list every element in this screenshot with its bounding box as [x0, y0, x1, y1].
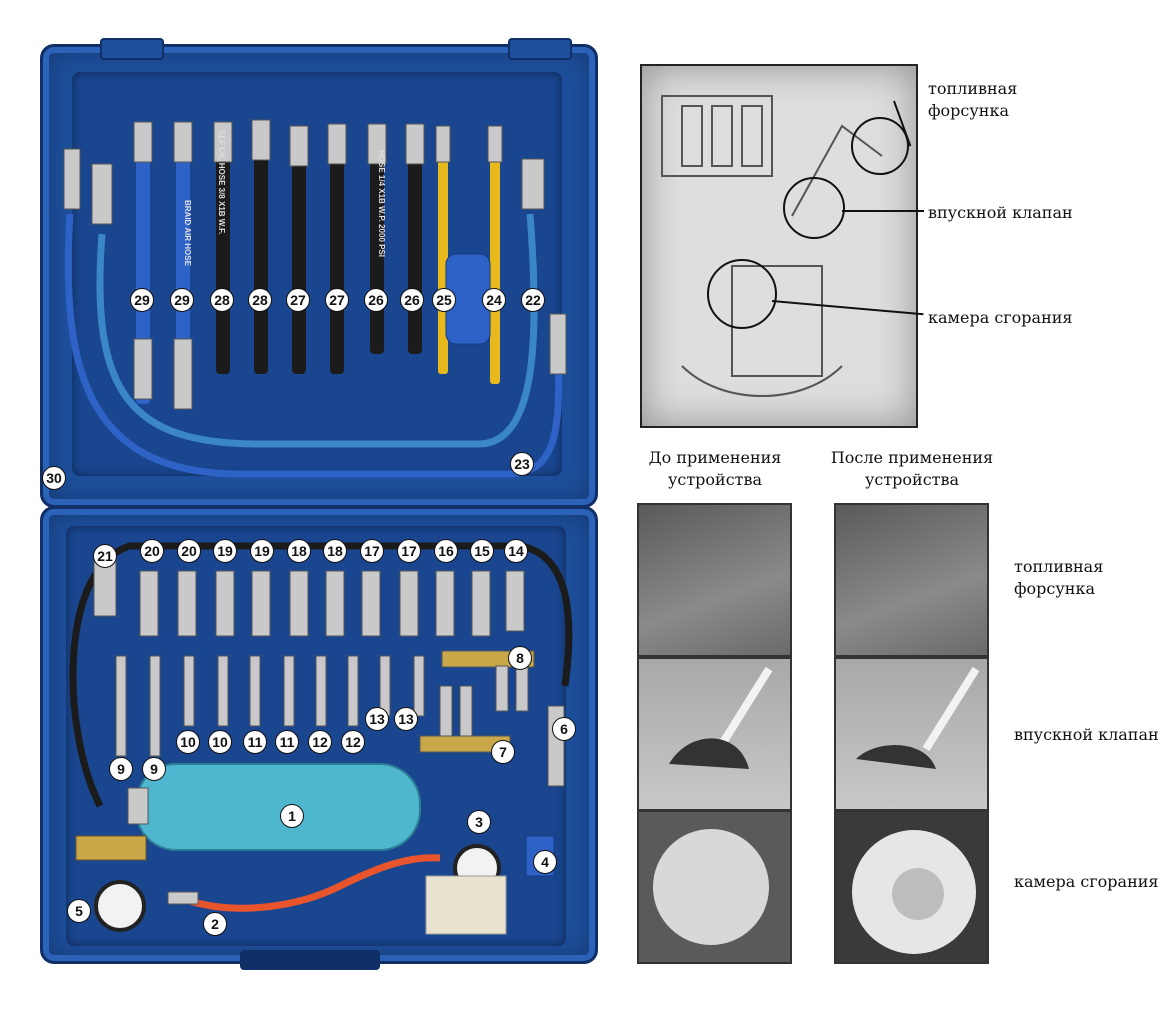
callout-9: 9 [142, 757, 166, 781]
callout-28: 28 [248, 288, 272, 312]
engine-label-intake-valve: впускной клапан [928, 203, 1073, 222]
callout-18: 18 [323, 539, 347, 563]
row-label-combustion-chamber: камера сгорания [1014, 872, 1159, 891]
before-injector-photo [637, 503, 792, 657]
callout-5: 5 [67, 899, 91, 923]
callout-12: 12 [341, 730, 365, 754]
before-header-line1: До применения [648, 448, 782, 467]
case-handle-top [508, 38, 572, 60]
callout-20: 20 [177, 539, 201, 563]
after-chamber-photo [834, 810, 989, 964]
callout-9: 9 [109, 757, 133, 781]
hose-print-28a: SLF OIL HOSE 3/8 X1B W.F. [217, 130, 226, 235]
before-chamber-photo [637, 810, 792, 964]
base-contents [69, 542, 573, 935]
after-header-line1: После применения [830, 448, 994, 467]
before-header-line2: устройства [667, 470, 763, 489]
callout-14: 14 [504, 539, 528, 563]
engine-label-injector-line1: топливная [928, 79, 1018, 98]
case-latch [240, 950, 380, 970]
callout-15: 15 [470, 539, 494, 563]
hose-24 [490, 154, 500, 384]
callout-19: 19 [250, 539, 274, 563]
callout-23: 23 [510, 452, 534, 476]
hose-print-26a: HOSE 1/4 X1B W.P. 2000 PSI [377, 150, 386, 258]
callout-11: 11 [243, 730, 267, 754]
callout-20: 20 [140, 539, 164, 563]
leader-intake-valve [842, 210, 924, 212]
callout-10: 10 [176, 730, 200, 754]
callout-6: 6 [552, 717, 576, 741]
hose-28b [254, 144, 268, 374]
callout-13: 13 [394, 707, 418, 731]
after-valve-photo [834, 657, 989, 811]
callout-17: 17 [397, 539, 421, 563]
before-valve-photo [637, 657, 792, 811]
case-handle-top [100, 38, 164, 60]
hose-2 [188, 854, 441, 912]
callout-1: 1 [280, 804, 304, 828]
engine-label-injector-line2: форсунка [928, 101, 1009, 120]
after-injector-photo [834, 503, 989, 657]
hose-print-29: BRAID AIR HOSE [183, 200, 192, 266]
callout-24: 24 [482, 288, 506, 312]
lid-hoses [63, 119, 567, 478]
callout-8: 8 [508, 646, 532, 670]
callout-17: 17 [360, 539, 384, 563]
callout-3: 3 [467, 810, 491, 834]
parts-bag [425, 875, 507, 935]
hose-5 [69, 542, 573, 808]
hose-26b [408, 154, 422, 354]
callout-26: 26 [400, 288, 424, 312]
callout-11: 11 [275, 730, 299, 754]
engine-label-injector: топливная форсунка [928, 78, 1017, 122]
callout-16: 16 [434, 539, 458, 563]
engine-label-combustion-chamber: камера сгорания [928, 308, 1073, 327]
row-label-injector: топливная форсунка [1014, 556, 1103, 600]
callout-12: 12 [308, 730, 332, 754]
callout-10: 10 [208, 730, 232, 754]
callout-26: 26 [364, 288, 388, 312]
callout-18: 18 [287, 539, 311, 563]
hose-27a [292, 154, 306, 374]
callout-7: 7 [491, 740, 515, 764]
before-header: До применения устройства [620, 447, 810, 491]
callout-30: 30 [42, 466, 66, 490]
callout-29: 29 [130, 288, 154, 312]
callout-22: 22 [521, 288, 545, 312]
row-label-injector-line1: топливная [1014, 557, 1104, 576]
row-label-injector-line2: форсунка [1014, 579, 1095, 598]
callout-13: 13 [365, 707, 389, 731]
callout-29: 29 [170, 288, 194, 312]
after-header: После применения устройства [812, 447, 1012, 491]
callout-21: 21 [93, 544, 117, 568]
callout-19: 19 [213, 539, 237, 563]
after-header-line2: устройства [864, 470, 960, 489]
row-label-intake-valve: впускной клапан [1014, 725, 1159, 744]
callout-27: 27 [325, 288, 349, 312]
engine-cutaway [640, 64, 918, 428]
callout-25: 25 [432, 288, 456, 312]
callout-2: 2 [203, 912, 227, 936]
hose-30 [64, 213, 563, 478]
callout-4: 4 [533, 850, 557, 874]
hose-28a [216, 154, 230, 374]
canister-1 [135, 763, 421, 851]
gauge-5 [94, 880, 146, 932]
hose-27b [330, 154, 344, 374]
hose-22 [96, 213, 538, 448]
callout-28: 28 [210, 288, 234, 312]
callout-27: 27 [286, 288, 310, 312]
engine-drawing [661, 95, 909, 397]
